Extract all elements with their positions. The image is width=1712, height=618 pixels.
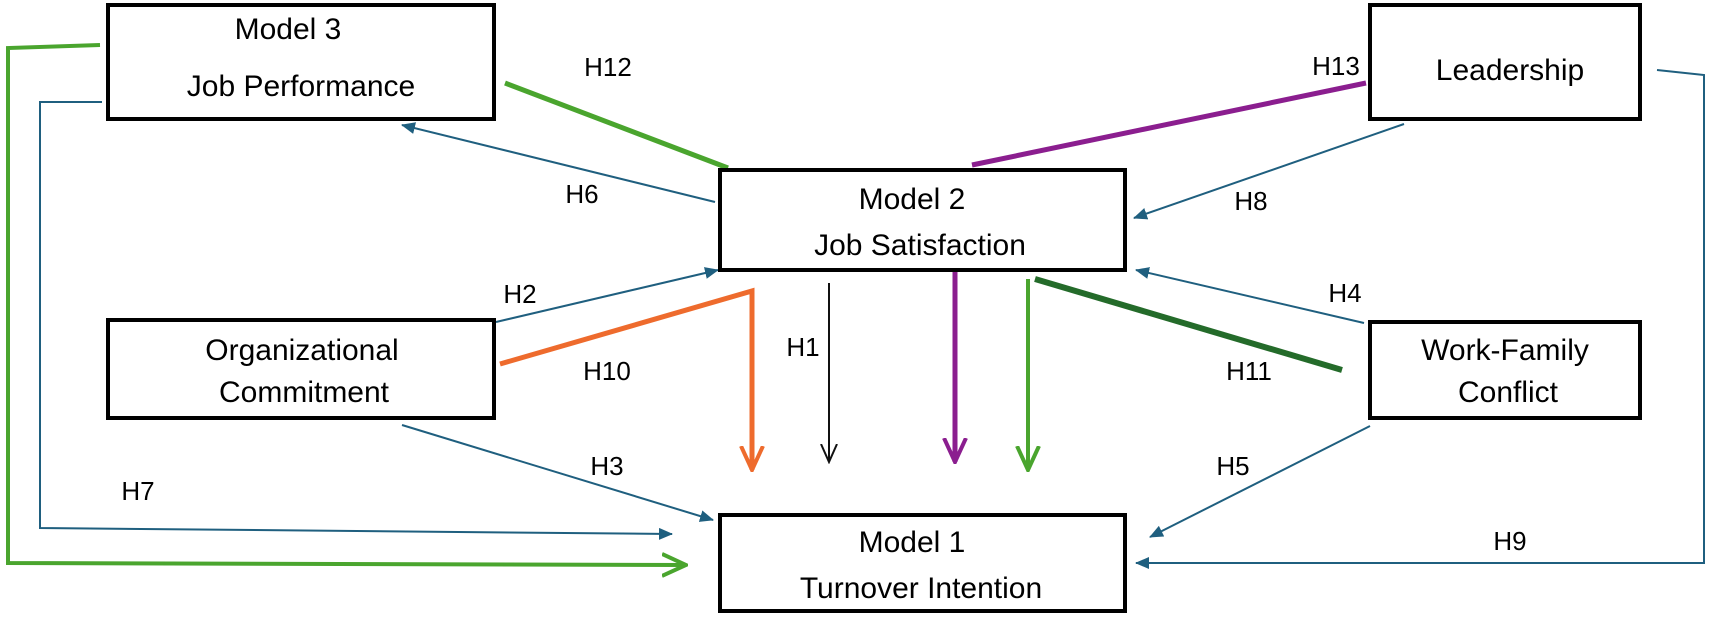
node-wfc-line1: Work-Family	[1421, 334, 1589, 367]
label-h13: H13	[1312, 51, 1360, 81]
label-h1: H1	[786, 332, 819, 362]
node-model1-line2: Turnover Intention	[800, 572, 1042, 605]
label-h10: H10	[583, 356, 631, 386]
edge-h10	[499, 287, 752, 470]
edge-h8	[1133, 123, 1405, 220]
edge-h3	[401, 424, 714, 522]
node-leadership: Leadership	[1368, 3, 1642, 121]
edge-h5	[1149, 425, 1371, 538]
edge-h7	[39, 101, 673, 540]
edge-h4	[1135, 267, 1365, 324]
node-model2-line1: Model 2	[859, 183, 966, 216]
label-h2: H2	[503, 279, 536, 309]
label-h5: H5	[1216, 451, 1249, 481]
label-h8: H8	[1234, 186, 1267, 216]
node-org-commitment-line1: Organizational	[205, 334, 398, 367]
label-h4: H4	[1328, 278, 1361, 308]
edge-h12-moderation	[6, 43, 686, 565]
node-work-family-conflict: Work-Family Conflict	[1368, 320, 1642, 420]
node-leadership-line1: Leadership	[1436, 54, 1584, 87]
edge-h6	[401, 122, 716, 203]
edge-h11	[1034, 276, 1343, 373]
node-model2: Model 2 Job Satisfaction	[718, 168, 1127, 272]
node-model1: Model 1 Turnover Intention	[718, 513, 1127, 613]
node-org-commitment-line2: Commitment	[219, 376, 390, 409]
label-h7: H7	[121, 476, 154, 506]
node-model3: Model 3 Job Performance	[106, 3, 496, 121]
node-model2-line2: Job Satisfaction	[814, 229, 1026, 262]
node-wfc-line2: Conflict	[1458, 376, 1559, 409]
label-h6: H6	[565, 179, 598, 209]
node-organizational-commitment: Organizational Commitment	[106, 318, 496, 420]
label-h12: H12	[584, 52, 632, 82]
edge-h9	[1135, 69, 1705, 569]
node-model3-line2: Job Performance	[187, 70, 415, 103]
label-h11: H11	[1226, 356, 1272, 386]
edge-h13	[971, 80, 1367, 168]
edge-h12	[504, 80, 729, 171]
edge-h2	[495, 267, 719, 323]
label-h9: H9	[1493, 526, 1526, 556]
label-h3: H3	[590, 451, 623, 481]
node-model1-line1: Model 1	[859, 526, 966, 559]
node-model3-line1: Model 3	[235, 13, 342, 46]
